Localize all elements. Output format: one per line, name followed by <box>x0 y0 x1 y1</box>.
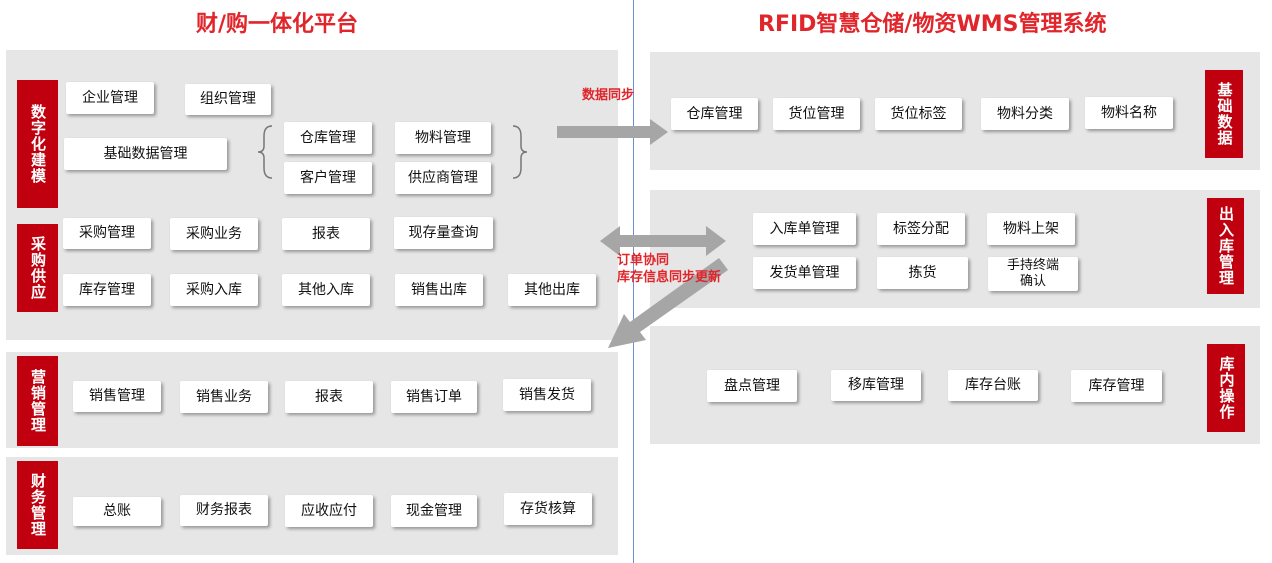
sales-outbound-box[interactable]: 销售出库 <box>395 274 483 306</box>
in-warehouse-operation-tab: 库内操作 <box>1207 344 1245 432</box>
inout-management-tab: 出入库管理 <box>1207 198 1244 294</box>
supplier-management-box[interactable]: 供应商管理 <box>395 162 491 194</box>
stock-query-box[interactable]: 现存量查询 <box>394 217 493 249</box>
center-divider <box>633 0 634 563</box>
other-inbound-box[interactable]: 其他入库 <box>282 274 370 306</box>
sales-business-box[interactable]: 销售业务 <box>180 381 268 413</box>
handheld-confirm-box[interactable]: 手持终端确认 <box>988 257 1078 291</box>
order-sync-label: 订单协同 <box>617 253 670 268</box>
financial-report-box[interactable]: 财务报表 <box>180 495 268 526</box>
inventory-accounting-box[interactable]: 存货核算 <box>504 493 592 525</box>
customer-management-box[interactable]: 客户管理 <box>284 162 372 194</box>
wms-location-management-box[interactable]: 货位管理 <box>773 98 860 130</box>
stock-sync-label: 库存信息同步更新 <box>617 270 722 285</box>
wms-inventory-management-box[interactable]: 库存管理 <box>1071 370 1162 402</box>
inventory-management-box[interactable]: 库存管理 <box>63 274 151 306</box>
warehouse-management-box[interactable]: 仓库管理 <box>284 122 372 154</box>
sales-management-box[interactable]: 销售管理 <box>73 381 161 412</box>
purchase-management-box[interactable]: 采购管理 <box>63 218 151 249</box>
transfer-management-box[interactable]: 移库管理 <box>831 370 921 401</box>
organization-management-box[interactable]: 组织管理 <box>185 84 271 115</box>
purchase-supply-tab: 采购供应 <box>17 224 58 312</box>
wms-location-label-box[interactable]: 货位标签 <box>875 98 962 130</box>
material-management-box[interactable]: 物料管理 <box>395 122 491 154</box>
wms-material-name-box[interactable]: 物料名称 <box>1085 97 1173 129</box>
wms-warehouse-management-box[interactable]: 仓库管理 <box>671 98 758 130</box>
picking-box[interactable]: 拣货 <box>877 257 968 289</box>
data-sync-arrow <box>557 119 668 145</box>
receivable-payable-box[interactable]: 应收应付 <box>285 495 373 527</box>
sales-order-box[interactable]: 销售订单 <box>391 381 477 413</box>
enterprise-management-box[interactable]: 企业管理 <box>66 82 154 114</box>
material-shelving-box[interactable]: 物料上架 <box>987 213 1075 245</box>
finance-management-tab: 财务管理 <box>17 461 58 549</box>
data-sync-label: 数据同步 <box>582 88 635 103</box>
right-brace <box>512 125 528 179</box>
purchase-report-box[interactable]: 报表 <box>282 218 370 250</box>
label-assignment-box[interactable]: 标签分配 <box>877 213 965 245</box>
stocktaking-management-box[interactable]: 盘点管理 <box>707 370 797 402</box>
purchase-inbound-box[interactable]: 采购入库 <box>170 274 258 306</box>
cash-management-box[interactable]: 现金管理 <box>391 495 477 527</box>
wms-material-category-box[interactable]: 物料分类 <box>981 98 1069 130</box>
left-title: 财/购一体化平台 <box>196 12 359 37</box>
basic-data-management-box[interactable]: 基础数据管理 <box>64 138 227 170</box>
digital-modeling-tab: 数字化建模 <box>17 80 58 208</box>
basic-data-tab: 基础数据 <box>1205 70 1243 158</box>
sales-delivery-box[interactable]: 销售发货 <box>503 379 591 411</box>
general-ledger-box[interactable]: 总账 <box>73 497 161 526</box>
inventory-ledger-box[interactable]: 库存台账 <box>948 370 1038 401</box>
order-sync-arrow <box>600 226 726 256</box>
purchase-business-box[interactable]: 采购业务 <box>170 218 258 250</box>
sales-report-box[interactable]: 报表 <box>285 381 373 413</box>
marketing-management-tab: 营销管理 <box>17 356 58 446</box>
left-brace <box>257 125 273 179</box>
delivery-order-management-box[interactable]: 发货单管理 <box>753 257 856 289</box>
inbound-order-management-box[interactable]: 入库单管理 <box>753 213 856 245</box>
stock-sync-arrow <box>608 258 728 348</box>
other-outbound-box[interactable]: 其他出库 <box>508 274 596 306</box>
right-title: RFID智慧仓储/物资WMS管理系统 <box>758 12 1107 37</box>
